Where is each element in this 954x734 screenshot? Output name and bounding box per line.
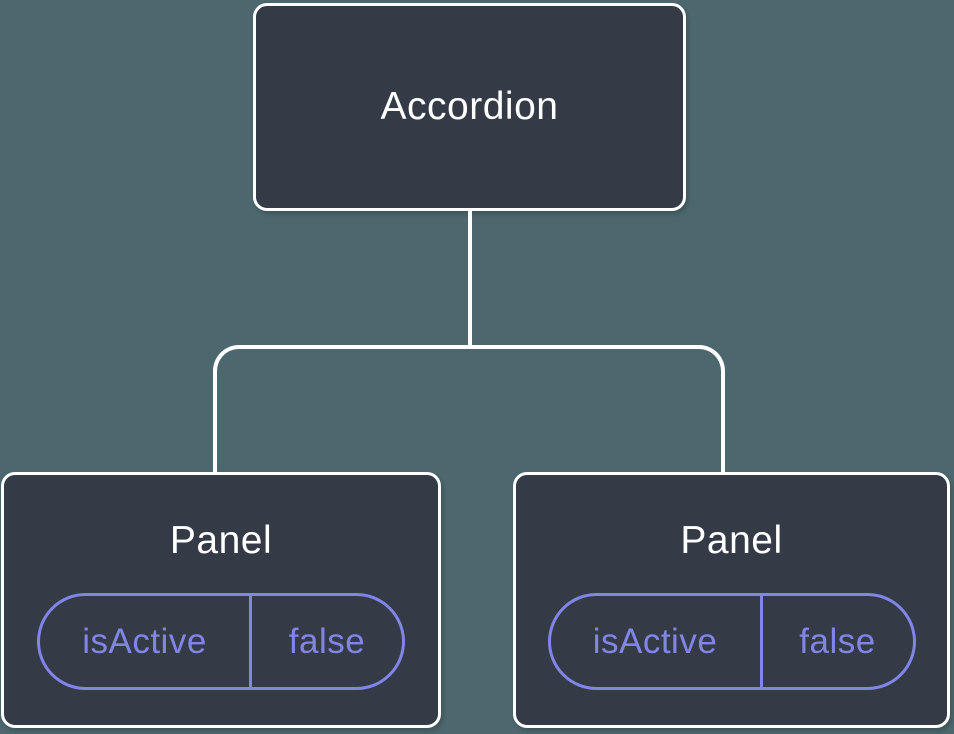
panel-node-right: Panel isActive false xyxy=(513,472,950,728)
panel-node-label: Panel xyxy=(169,519,273,562)
state-pill: isActive false xyxy=(37,593,405,690)
state-value-cell: false xyxy=(252,596,402,687)
state-key-label: isActive xyxy=(82,621,207,661)
state-pill: isActive false xyxy=(547,593,916,690)
state-key-label: isActive xyxy=(592,621,718,661)
connector-stem xyxy=(468,211,472,348)
state-key-cell: isActive xyxy=(40,596,252,687)
state-key-cell: isActive xyxy=(551,596,763,687)
panel-node-left: Panel isActive false xyxy=(1,472,441,728)
state-value-label: false xyxy=(799,621,876,661)
state-value-cell: false xyxy=(763,596,913,687)
accordion-node-label: Accordion xyxy=(380,85,559,128)
accordion-node: Accordion xyxy=(253,3,686,211)
panel-node-label: Panel xyxy=(680,519,783,562)
state-value-label: false xyxy=(288,621,366,661)
connector-bracket xyxy=(213,345,725,472)
